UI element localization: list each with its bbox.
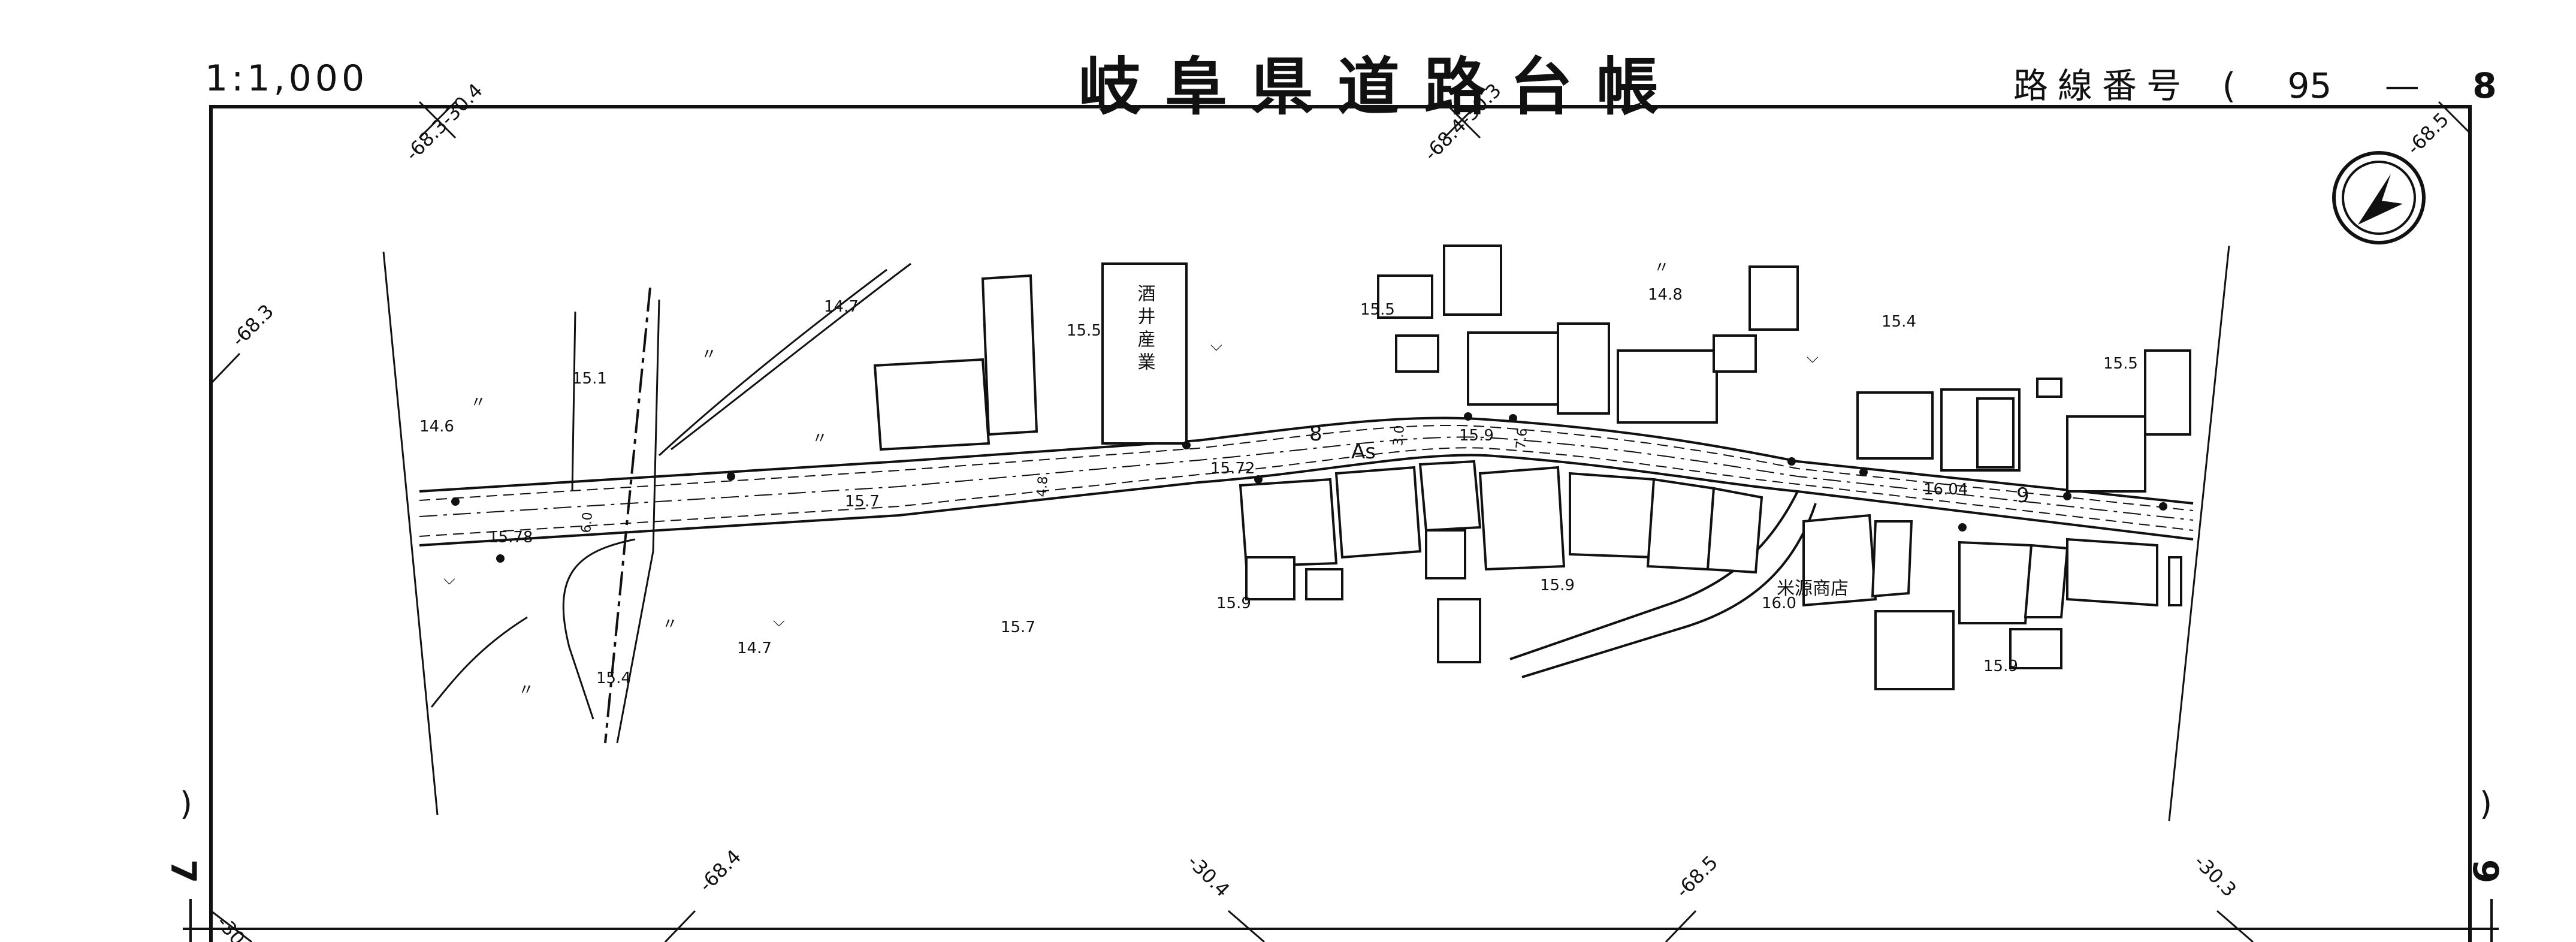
elevation: 15.72 bbox=[1210, 460, 1255, 478]
elevation-labels: 14.6 15.1 14.7 15.5 15.5 14.8 15.4 15.5 … bbox=[419, 286, 2138, 687]
elevation: 15.5 bbox=[2103, 355, 2138, 373]
route-number: 95 bbox=[2287, 65, 2332, 106]
coord-bottom-left-corner: -30.5 bbox=[212, 911, 261, 942]
buildings bbox=[873, 244, 2191, 690]
route-label: 路線番号 bbox=[2013, 65, 2191, 106]
left-paren: ) bbox=[180, 785, 193, 823]
business-label-yonegen: 米源商店 bbox=[1777, 578, 1849, 599]
boundary-dashdot bbox=[604, 287, 651, 744]
land-use-symbols: 〃 〃 〃 〃 〃 〃 ⌵ ⌵ ⌵ ⌵ bbox=[443, 259, 1819, 699]
grass-symbol: 〃 bbox=[1654, 259, 1669, 277]
west-tracks bbox=[430, 262, 911, 744]
station-9: 9 bbox=[2016, 484, 2030, 508]
elevation: 15.9 bbox=[1459, 427, 1494, 445]
utility-poles bbox=[451, 412, 2167, 563]
road-width: 7.6 bbox=[1514, 427, 1530, 449]
field-symbol: ⌵ bbox=[1807, 349, 1819, 367]
grass-symbol: 〃 bbox=[662, 615, 678, 633]
elevation: 15.9 bbox=[1540, 576, 1575, 594]
area-left-boundary bbox=[382, 251, 439, 816]
coord-top-right: -68.5 bbox=[2402, 108, 2453, 159]
coord-bottom-4: -30.3 bbox=[2190, 850, 2240, 901]
grass-symbol: 〃 bbox=[812, 430, 828, 448]
road-width: 6.0 bbox=[579, 511, 596, 533]
business-label-sakai: 酒井産業 bbox=[1134, 284, 1156, 375]
elevation: 15.9 bbox=[1216, 594, 1251, 612]
elevation: 15.1 bbox=[572, 370, 607, 388]
coord-bottom-2: -30.4 bbox=[1183, 850, 1234, 901]
main-road bbox=[419, 416, 2194, 547]
road-edge-dashed bbox=[419, 424, 2194, 537]
elevation: 14.6 bbox=[419, 418, 454, 436]
coord-top-center: -68.4-30.3 bbox=[1420, 79, 1506, 165]
pavement-label: As bbox=[1351, 440, 1376, 464]
elevation: 16.0 bbox=[1762, 594, 1796, 612]
north-arrow-icon bbox=[2332, 151, 2426, 244]
map-title: 岐阜県道路台帳 bbox=[1079, 50, 1683, 123]
area-right-boundary bbox=[2168, 245, 2230, 822]
grass-symbol: 〃 bbox=[701, 346, 717, 364]
coord-left-edge: -68.3 bbox=[227, 300, 278, 351]
coord-bottom-1: -68.4 bbox=[694, 845, 745, 896]
elevation: 15.7 bbox=[845, 493, 880, 511]
right-paren: ) bbox=[2480, 785, 2493, 823]
grass-symbol: 〃 bbox=[470, 394, 486, 412]
route-dash: — bbox=[2384, 65, 2420, 106]
road-width: 3.0 bbox=[1391, 424, 1408, 446]
elevation: 15.5 bbox=[1360, 301, 1395, 319]
elevation: 14.8 bbox=[1648, 286, 1683, 304]
elevation: 14.7 bbox=[824, 298, 859, 316]
elevation: 15.78 bbox=[488, 529, 533, 547]
elevation: 15.5 bbox=[1067, 322, 1101, 340]
route-number-label: 路線番号 ( 95 — 8 ) bbox=[2013, 58, 2576, 108]
road-width: 4.8 bbox=[1034, 475, 1051, 497]
elevation: 15.4 bbox=[1882, 313, 1916, 331]
station-8: 8 bbox=[1309, 422, 1322, 446]
field-symbol: ⌵ bbox=[1210, 337, 1222, 355]
elevation: 16.04 bbox=[1923, 481, 1968, 499]
elevation: 15.9 bbox=[1983, 657, 2018, 675]
map-frame bbox=[209, 105, 2472, 942]
map-scale: 1:1,000 bbox=[205, 58, 369, 99]
coord-bottom-3: -68.5 bbox=[1671, 851, 1722, 902]
route-open-paren: ( bbox=[2222, 65, 2236, 106]
field-symbol: ⌵ bbox=[773, 612, 785, 630]
grass-symbol: 〃 bbox=[518, 681, 534, 699]
elevation: 14.7 bbox=[737, 639, 772, 657]
route-sheet: 8 bbox=[2472, 65, 2497, 106]
coord-top-left: -68.3-30.4 bbox=[401, 79, 487, 165]
field-symbol: ⌵ bbox=[443, 570, 455, 588]
elevation: 15.4 bbox=[596, 669, 631, 687]
grid-ticks bbox=[210, 101, 2470, 942]
elevation: 15.7 bbox=[1001, 618, 1035, 636]
